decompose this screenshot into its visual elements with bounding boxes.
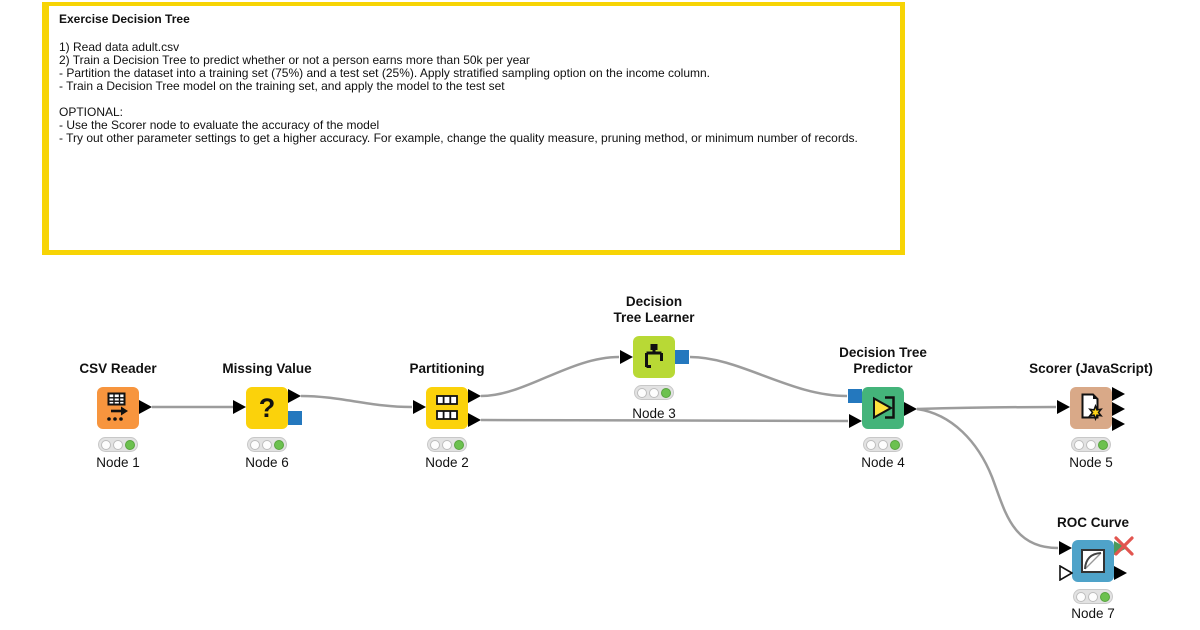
status-amber-light (1086, 439, 1096, 450)
node-csv-reader: CSV Reader Node 1 (79, 361, 156, 470)
status-green-light (1098, 439, 1108, 450)
status-amber-light (878, 439, 888, 450)
output-port-overall-statistics[interactable] (1112, 417, 1125, 431)
status-amber-light (649, 387, 659, 398)
decision-tree-icon (645, 344, 663, 368)
node-partitioning: Partitioning Node 2 (410, 361, 485, 470)
node-title: ROC Curve (1056, 515, 1129, 530)
status-green-light (1100, 591, 1110, 602)
output-port-data[interactable] (139, 400, 152, 414)
status-green-light (274, 439, 284, 450)
status-traffic-light (98, 437, 138, 452)
input-port-data[interactable] (620, 350, 633, 364)
node-scorer-body[interactable] (1070, 387, 1112, 429)
node-roc-curve-body[interactable] (1072, 540, 1114, 582)
status-green-light (661, 387, 671, 398)
question-mark-icon: ? (259, 393, 276, 423)
csv-reader-icon (107, 392, 128, 421)
input-port-data[interactable] (849, 414, 862, 428)
node-id-label: Node 4 (861, 455, 905, 470)
status-amber-light (1088, 591, 1098, 602)
node-missing-value-body[interactable]: ? (246, 387, 288, 429)
input-port-data[interactable] (233, 400, 246, 414)
input-port-data[interactable] (413, 400, 426, 414)
node-title: Decision Tree Predictor (839, 345, 927, 376)
node-csv-reader-body[interactable] (97, 387, 139, 429)
status-red-light (1076, 591, 1086, 602)
output-port-pmml-model[interactable] (288, 411, 302, 425)
status-red-light (430, 439, 440, 450)
node-id-label: Node 1 (96, 455, 140, 470)
node-id-label: Node 2 (425, 455, 469, 470)
annotation-line: - Use the Scorer node to evaluate the ac… (59, 118, 380, 132)
status-red-light (1074, 439, 1084, 450)
scorer-document-star-icon (1081, 393, 1103, 422)
annotation-line: 2) Train a Decision Tree to predict whet… (59, 53, 530, 67)
output-port-image-inactive[interactable] (1112, 536, 1136, 558)
node-missing-value: Missing Value ? Node 6 (222, 361, 311, 470)
output-port-pmml-model[interactable] (675, 350, 689, 364)
node-title: CSV Reader (79, 361, 157, 376)
svg-text:?: ? (259, 393, 276, 423)
node-decision-tree-learner-body[interactable] (633, 336, 675, 378)
annotation-line: - Partition the dataset into a training … (59, 66, 711, 80)
node-decision-tree-predictor-body[interactable] (862, 387, 904, 429)
annotation-line: - Train a Decision Tree model on the tra… (59, 79, 505, 93)
roc-curve-icon (1081, 549, 1105, 573)
connection-missingvalue-partitioning[interactable] (300, 394, 413, 409)
status-red-light (637, 387, 647, 398)
annotation-line: OPTIONAL: (59, 105, 124, 119)
output-port-test-partition[interactable] (468, 413, 481, 427)
status-traffic-light (427, 437, 467, 452)
status-traffic-light (1071, 437, 1111, 452)
output-port-confusion-matrix[interactable] (1112, 387, 1125, 401)
status-amber-light (113, 439, 123, 450)
connection-treepredictor-scorer[interactable] (916, 405, 1057, 411)
partition-table-icon (436, 395, 458, 420)
output-port-train-partition[interactable] (468, 389, 481, 403)
node-decision-tree-predictor: Decision Tree Predictor Node 4 (839, 345, 927, 470)
status-red-light (101, 439, 111, 450)
input-port-data[interactable] (1059, 541, 1072, 555)
node-roc-curve: ROC Curve Node 7 (1057, 515, 1134, 621)
node-id-label: Node 5 (1069, 455, 1113, 470)
node-partitioning-body[interactable] (426, 387, 468, 429)
node-title: Partitioning (409, 361, 485, 376)
node-title: Missing Value (222, 361, 312, 376)
node-title: Scorer (JavaScript) (1029, 361, 1153, 376)
workflow-annotation[interactable]: Exercise Decision Tree 1) Read data adul… (42, 2, 905, 255)
predictor-arrow-icon (873, 396, 895, 420)
status-amber-light (442, 439, 452, 450)
status-red-light (866, 439, 876, 450)
status-traffic-light (634, 385, 674, 400)
node-decision-tree-learner: Decision Tree Learner Node 3 (613, 294, 694, 421)
node-title: Decision Tree Learner (613, 294, 695, 325)
input-port-pmml-model[interactable] (848, 389, 862, 403)
status-green-light (890, 439, 900, 450)
annotation-line: - Try out other parameter settings to ge… (59, 131, 858, 145)
status-green-light (454, 439, 464, 450)
node-id-label: Node 3 (632, 406, 676, 421)
output-port-data[interactable] (904, 402, 917, 416)
status-green-light (125, 439, 135, 450)
input-port-data[interactable] (1057, 400, 1070, 414)
output-port-data[interactable] (1114, 566, 1127, 580)
node-id-label: Node 7 (1071, 606, 1115, 621)
annotation-line: 1) Read data adult.csv (59, 40, 180, 54)
output-port-data[interactable] (288, 389, 301, 403)
output-port-class-statistics[interactable] (1112, 402, 1125, 416)
node-id-label: Node 6 (245, 455, 289, 470)
status-traffic-light (1073, 589, 1113, 604)
annotation-title: Exercise Decision Tree (59, 12, 190, 26)
status-amber-light (262, 439, 272, 450)
node-scorer-javascript: Scorer (JavaScript) Node 5 (1029, 361, 1153, 470)
status-red-light (250, 439, 260, 450)
status-traffic-light (863, 437, 903, 452)
input-port-optional[interactable] (1059, 565, 1073, 581)
status-traffic-light (247, 437, 287, 452)
